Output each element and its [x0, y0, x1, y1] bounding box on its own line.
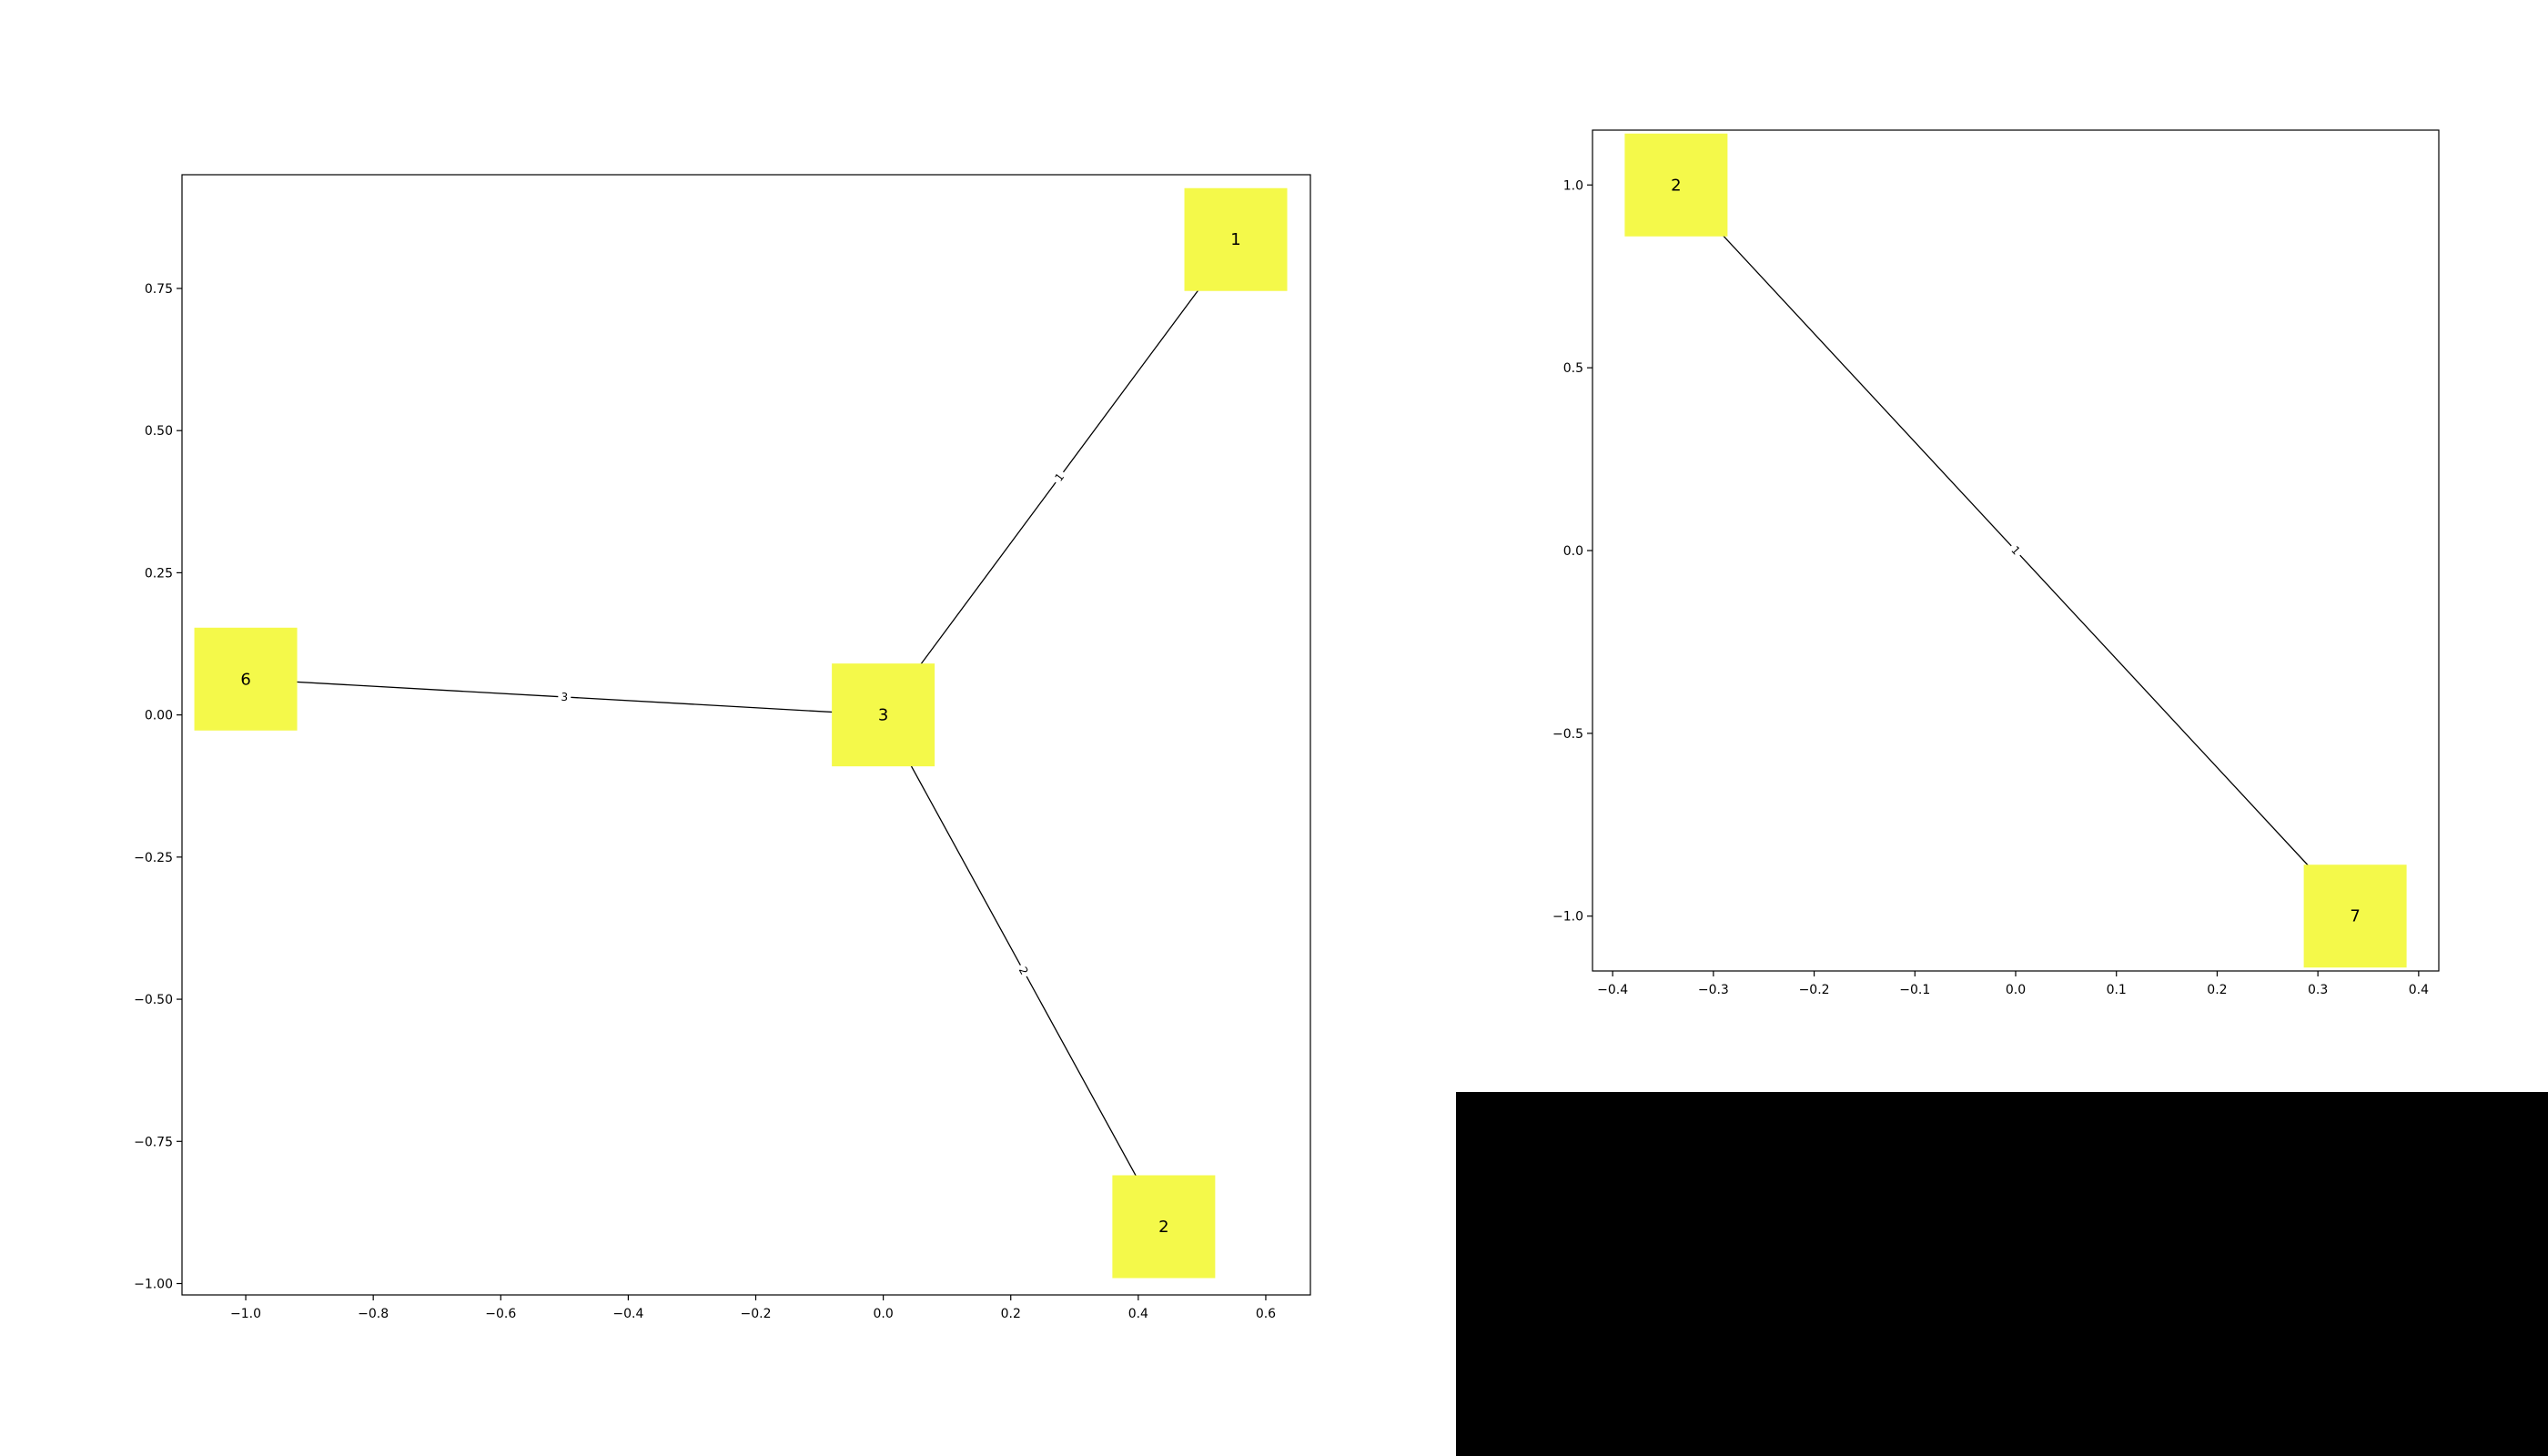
edge-label: 3: [561, 691, 568, 703]
node-label: 7: [2350, 907, 2360, 926]
x-tick-label: −0.8: [358, 1307, 389, 1321]
node-1: [1184, 187, 1288, 291]
y-tick-label: −1.0: [1552, 910, 1583, 925]
node-label: 1: [1230, 230, 1240, 249]
node-6: [194, 627, 298, 731]
x-tick-label: −1.0: [230, 1307, 261, 1321]
graph-panel-2: −0.4 −0.3 −0.2 −0.1 0.0 0.1 0.2 0.3 0.4 1.0 0.5 0.0…: [1552, 129, 2440, 997]
x-tick-label: −0.1: [1899, 983, 1930, 997]
x-tick-label: −0.4: [1597, 983, 1628, 997]
node-label: 2: [1158, 1218, 1168, 1237]
y-tick-label: 0.5: [1563, 361, 1583, 376]
edge-label-background: [1014, 961, 1034, 980]
node-2: [1112, 1175, 1216, 1279]
y-tick-label: 0.0: [1563, 544, 1583, 559]
edge-label-group: 3: [557, 689, 571, 705]
x-tick-label: 0.6: [1256, 1307, 1276, 1321]
x-tick-label: 0.3: [2308, 983, 2328, 997]
edge-label-group: 1: [2006, 541, 2026, 561]
edge-label-group: 2: [1014, 961, 1034, 980]
graph-panel-1: −1.0 −0.8 −0.6 −0.4 −0.2 0.0 0.2 0.4 0.6 0.75 0.50…: [134, 174, 1311, 1321]
x-tick-label: 0.1: [2107, 983, 2127, 997]
node-7: [2303, 864, 2407, 968]
x-tick-label: −0.3: [1698, 983, 1729, 997]
axes-frame: [181, 174, 1311, 1296]
edge-label-background: [1049, 468, 1069, 487]
y-tick-label: 0.00: [145, 709, 173, 723]
y-tick-label: 1.0: [1563, 178, 1583, 193]
x-tick-label: −0.4: [612, 1307, 643, 1321]
node-2: [1624, 133, 1728, 237]
x-tick-label: 0.4: [2409, 983, 2429, 997]
y-tick-label: 0.25: [145, 566, 173, 581]
y-tick-label: 0.50: [145, 424, 173, 439]
edge-label-group: 1: [1049, 468, 1069, 487]
x-tick-label: 0.4: [1128, 1307, 1148, 1321]
y-tick-label: −0.50: [134, 993, 173, 1007]
x-tick-label: 0.2: [2207, 983, 2227, 997]
y-tick-label: −0.5: [1552, 727, 1583, 742]
x-tick-label: 0.2: [1001, 1307, 1021, 1321]
y-tick-label: −1.00: [134, 1278, 173, 1292]
x-tick-label: −0.6: [485, 1307, 516, 1321]
node-label: 3: [878, 706, 888, 725]
node-label: 2: [1671, 176, 1681, 195]
node-label: 6: [240, 670, 250, 689]
x-tick-label: −0.2: [741, 1307, 772, 1321]
y-tick-label: 0.75: [145, 282, 173, 297]
x-tick-label: 0.0: [2006, 983, 2026, 997]
y-tick-label: −0.25: [134, 851, 173, 865]
edge-label-background: [557, 689, 571, 705]
node-3: [832, 663, 935, 767]
x-tick-label: 0.0: [873, 1307, 893, 1321]
y-tick-label: −0.75: [134, 1135, 173, 1149]
x-tick-label: −0.2: [1799, 983, 1830, 997]
edge-label-background: [2006, 541, 2026, 561]
black-panel: [1456, 1092, 2548, 1456]
